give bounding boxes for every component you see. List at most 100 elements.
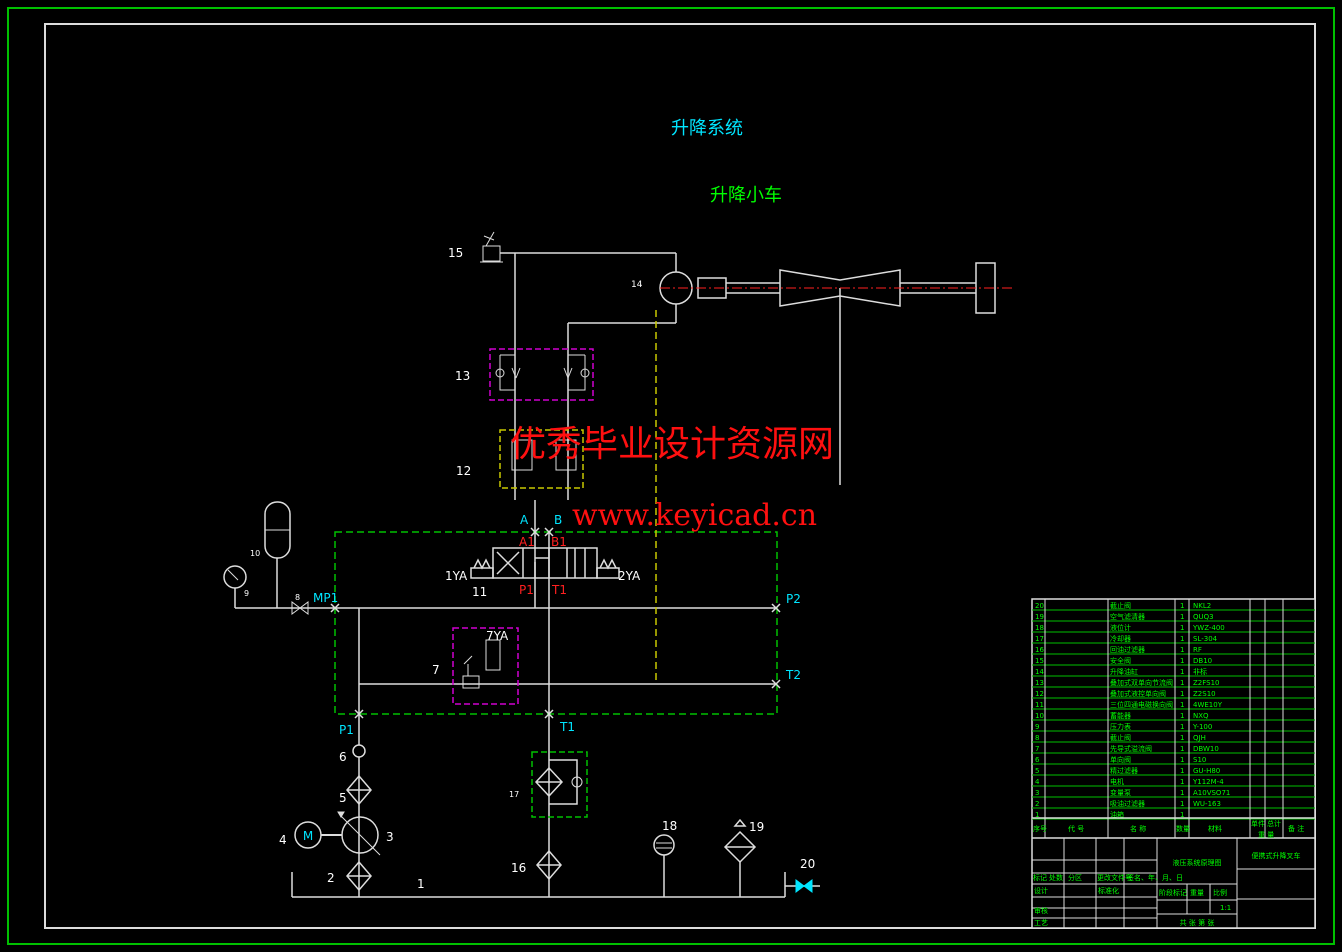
part-number: 18 <box>1035 624 1044 632</box>
part-quantity: 1 <box>1180 789 1184 797</box>
label-design: 设计 <box>1034 886 1048 895</box>
part-code: DBW10 <box>1193 745 1219 753</box>
part-quantity: 1 <box>1180 745 1184 753</box>
part-name: 截止阀 <box>1110 601 1131 610</box>
part-name: 蓄能器 <box>1110 711 1131 720</box>
part-number: 9 <box>1035 723 1039 731</box>
gauge-needle <box>227 569 239 581</box>
port-a1-label: A1 <box>519 535 535 549</box>
check-valve-6 <box>352 744 366 758</box>
valve-t1-label: T1 <box>551 583 567 597</box>
num-18: 18 <box>662 819 677 833</box>
parts-row: 20 截止阀 1 NKL2 <box>1032 601 1315 611</box>
part-code: 4WE10Y <box>1193 701 1223 709</box>
part-quantity: 1 <box>1180 712 1184 720</box>
part-number: 3 <box>1035 789 1039 797</box>
component-numbers: 1 2 3 4 5 6 7 8 9 10 11 12 13 14 15 16 1… <box>244 246 815 891</box>
cooler-check <box>571 776 583 788</box>
label-review: 审核 <box>1034 906 1048 915</box>
p1-label: P1 <box>339 723 354 737</box>
label-doc: 更改文件号 <box>1097 873 1132 882</box>
pressure-gauge-9 <box>223 565 247 589</box>
part-name: 升降油缸 <box>1110 667 1138 676</box>
header-name: 名 称 <box>1130 824 1146 833</box>
part-name: 精过滤器 <box>1110 766 1138 775</box>
num-7: 7 <box>432 663 440 677</box>
directional-valve-11 <box>470 547 620 579</box>
part-quantity: 1 <box>1180 635 1184 643</box>
part-name: 空气滤清器 <box>1110 612 1145 621</box>
part-name: 液位计 <box>1110 623 1131 632</box>
part-number: 15 <box>1035 657 1044 665</box>
num-10: 10 <box>250 549 260 558</box>
part-name: 单向阀 <box>1110 755 1131 764</box>
header-material: 材料 <box>1208 824 1222 833</box>
part-code: SL-304 <box>1193 635 1218 643</box>
p2-label: P2 <box>786 592 801 606</box>
part-name: 油箱 <box>1110 810 1124 819</box>
part-quantity: 1 <box>1180 624 1184 632</box>
num-6: 6 <box>339 750 347 764</box>
safety-valve-15 <box>480 231 503 263</box>
part-code: RF <box>1193 646 1202 654</box>
part-quantity: 1 <box>1180 646 1184 654</box>
suction-filter-2 <box>346 860 372 892</box>
part-number: 2 <box>1035 800 1039 808</box>
part-quantity: 1 <box>1180 613 1184 621</box>
port-markers <box>330 527 781 719</box>
cooler-symbol <box>534 759 578 805</box>
num-16: 16 <box>511 861 526 875</box>
part-quantity: 1 <box>1180 668 1184 676</box>
watermark-line2: www.keyicad.cn <box>572 498 817 533</box>
part-name: 叠加式双单向节流阀 <box>1110 678 1173 687</box>
part-quantity: 1 <box>1180 734 1184 742</box>
level-lines <box>656 842 672 849</box>
num-19: 19 <box>749 820 764 834</box>
port-b-label: B <box>554 513 562 527</box>
part-number: 8 <box>1035 734 1039 742</box>
num-13: 13 <box>455 369 470 383</box>
label-stage: 阶段标记 <box>1159 888 1187 897</box>
num-1: 1 <box>417 877 425 891</box>
part-number: 20 <box>1035 602 1044 610</box>
check-element <box>555 439 577 471</box>
solenoid-1ya: 1YA <box>445 569 468 583</box>
part-quantity: 1 <box>1180 767 1184 775</box>
solenoid-2ya: 2YA <box>618 569 641 583</box>
inner-border <box>44 23 1316 929</box>
label-zone: 分区 <box>1068 873 1082 882</box>
part-quantity: 1 <box>1180 602 1184 610</box>
part-code: Z2S10 <box>1193 690 1216 698</box>
num-12: 12 <box>456 464 471 478</box>
part-code: NKL2 <box>1193 602 1211 610</box>
header-total: 总计 <box>1267 819 1281 828</box>
throttle-elements <box>495 354 590 391</box>
part-number: 4 <box>1035 778 1040 786</box>
variable-arrow <box>337 811 381 856</box>
num-14: 14 <box>631 280 643 290</box>
part-name: 回油过滤器 <box>1110 645 1145 654</box>
cart-title: 升降小车 <box>710 185 782 206</box>
part-quantity: 1 <box>1180 778 1184 786</box>
shutoff-valve-20 <box>795 879 813 893</box>
part-code: A10VSO71 <box>1193 789 1230 797</box>
t2-label: T2 <box>785 668 801 682</box>
label-sheets: 共 张 第 张 <box>1180 918 1215 927</box>
part-number: 12 <box>1035 690 1044 698</box>
header-no: 序号 <box>1033 824 1047 833</box>
num-3: 3 <box>386 830 394 844</box>
project-name: 便携式升降叉车 <box>1252 851 1301 860</box>
num-2: 2 <box>327 871 335 885</box>
label-process: 工艺 <box>1034 919 1048 927</box>
air-filter-19 <box>723 818 757 864</box>
